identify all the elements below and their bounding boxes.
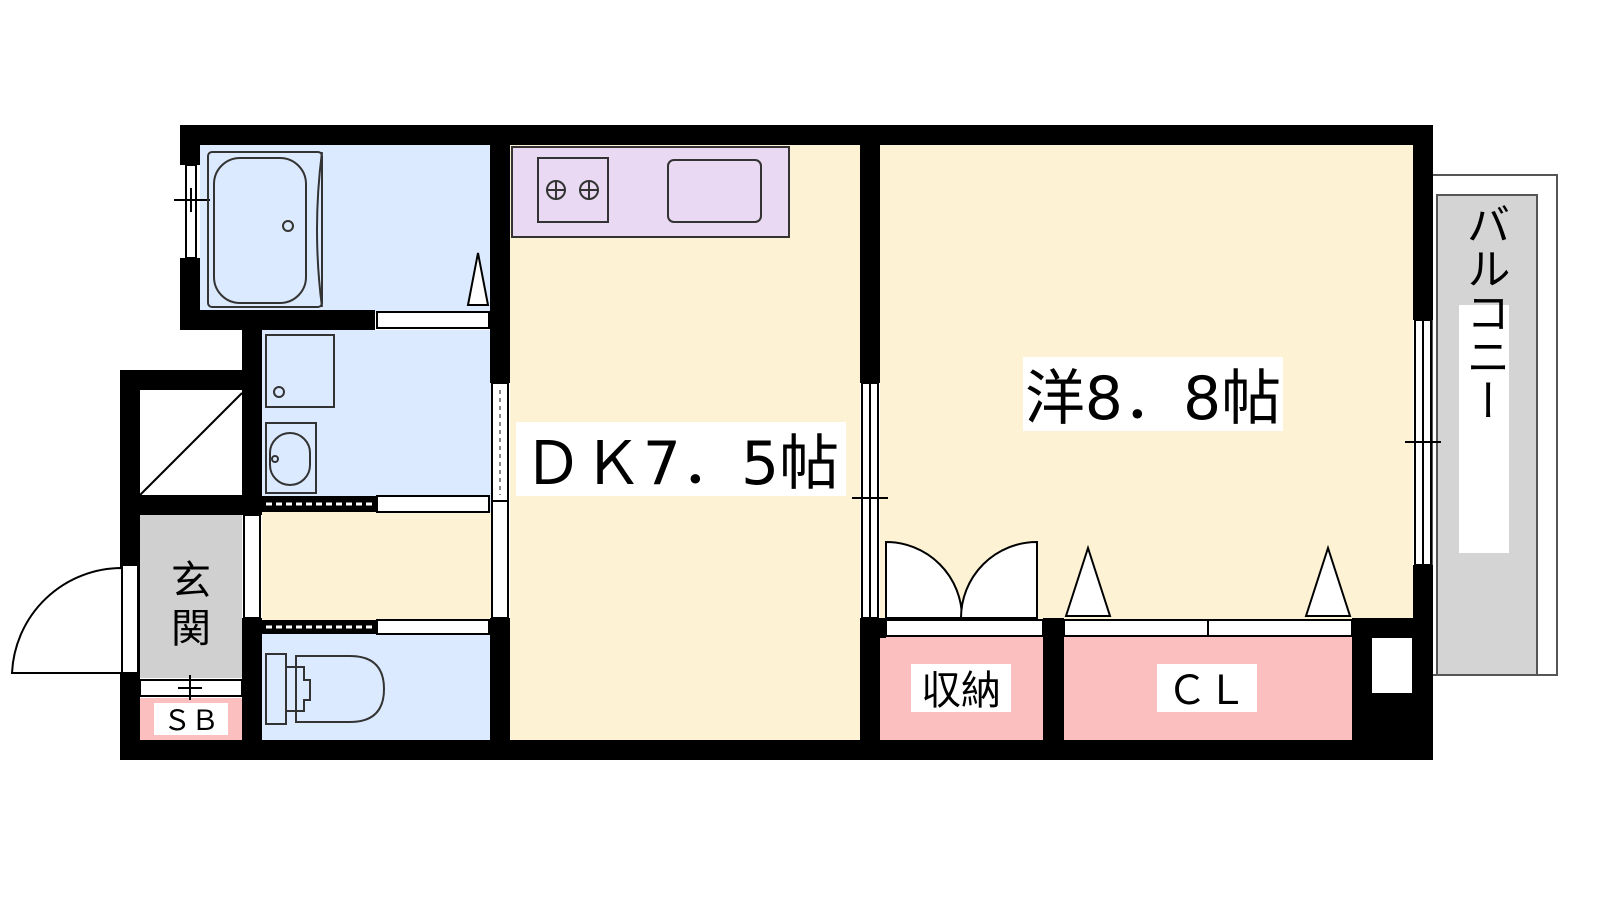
entrance-area — [140, 515, 242, 678]
dk-hall-door — [491, 382, 509, 619]
hallway-area — [262, 512, 492, 632]
bathroom-door — [376, 252, 490, 329]
shoe-box-label-bg — [154, 703, 228, 735]
kitchen-sink-icon — [667, 159, 762, 223]
closet-doors — [1063, 544, 1353, 637]
toilet-door — [266, 619, 490, 635]
western-window — [1405, 319, 1441, 566]
bathtub-icon — [207, 151, 323, 308]
balcony-label: バルコニー — [1459, 202, 1510, 422]
western-label: 洋8．8帖 — [1025, 364, 1281, 434]
wash-basin-icon — [265, 422, 317, 494]
storage-doors — [885, 540, 1044, 637]
balcony-area — [1436, 194, 1538, 676]
washroom-door — [266, 495, 490, 513]
dk-label-bg — [516, 422, 846, 496]
washer-space-icon — [265, 334, 335, 408]
entrance-door — [10, 564, 139, 674]
column-window — [1372, 638, 1412, 693]
toilet-icon — [265, 653, 386, 725]
balcony-label-bg — [1459, 305, 1509, 553]
shoe-box-divider — [139, 675, 243, 700]
bathroom-window — [174, 164, 210, 259]
entrance-label-bottom: 関 — [171, 606, 211, 652]
walls — [120, 125, 1433, 760]
dk-western-door — [852, 382, 888, 619]
closet-label-bg — [1157, 664, 1257, 712]
storage-label: 収納 — [921, 668, 1001, 714]
western-label-bg — [1023, 357, 1283, 431]
stove-icon — [537, 157, 609, 223]
entrance-label-top: 玄 — [171, 558, 211, 604]
storage-label-bg — [911, 664, 1011, 712]
entrance-opening — [243, 514, 261, 619]
bathroom-area — [200, 145, 492, 313]
pipe-shaft-diagonal — [139, 392, 243, 496]
closet-label: ＣＬ — [1167, 668, 1247, 714]
dk-label: ＤＫ7．5帖 — [523, 429, 839, 499]
shoe-box-label: ＳＢ — [163, 704, 219, 737]
